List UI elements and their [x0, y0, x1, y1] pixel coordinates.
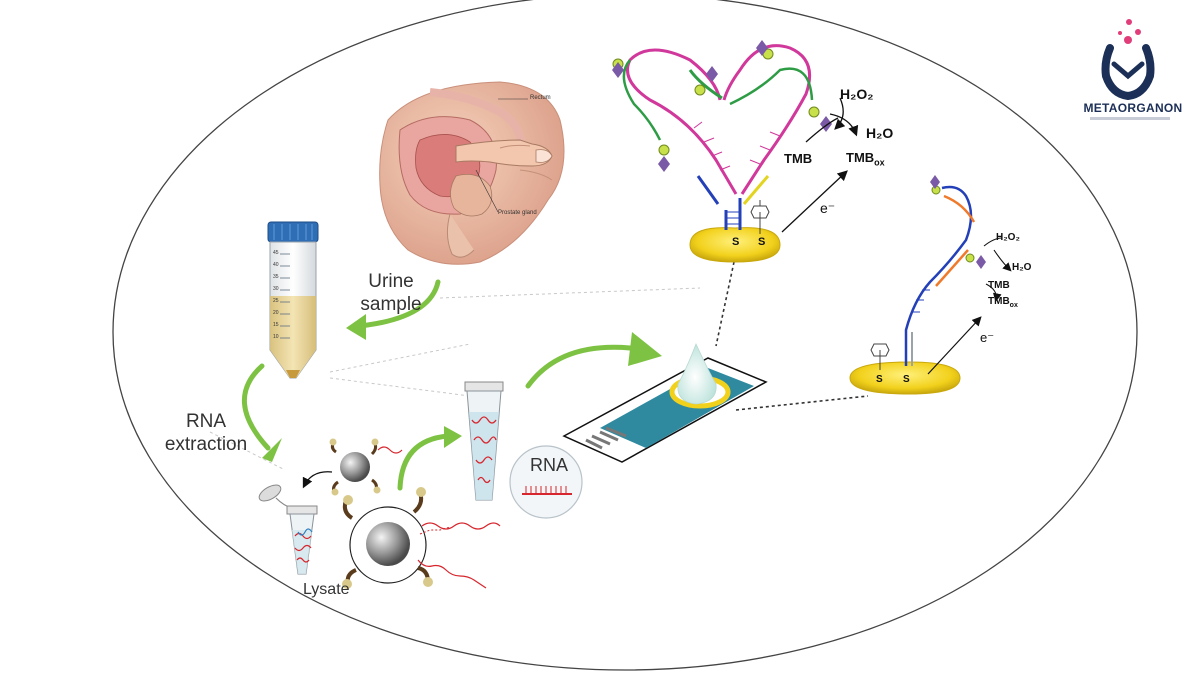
label-h2o2-small: H₂O₂: [996, 232, 1020, 243]
tmbox-base: TMB: [846, 150, 875, 165]
magnetic-bead-small: [329, 438, 403, 496]
process-arrowheads: [262, 314, 662, 462]
rna-zoom-circle: [509, 445, 583, 519]
tube-scale-mark: 45: [273, 250, 279, 256]
label-tmbox-large: TMBox: [846, 150, 885, 168]
test-strip-sensor: [562, 342, 768, 463]
arrow-bead-to-rna-tube: [397, 433, 451, 491]
tube-scale-mark: 35: [273, 274, 279, 280]
tmbox-sub-small: ox: [1009, 302, 1018, 309]
label-lysate: Lysate: [303, 581, 350, 598]
process-arrows: [241, 279, 633, 491]
tmbox-base-small: TMB: [988, 296, 1010, 307]
urine-conical-tube: [267, 221, 319, 379]
label-urine-sample: Urine sample: [360, 271, 422, 315]
linear-probe-small: [849, 175, 1012, 395]
label-prostate-gland: Prostate gland: [498, 210, 537, 216]
label-thiol-3: S: [876, 374, 883, 385]
brand-name: METAORGANON: [1083, 101, 1183, 115]
lysate-microtube: [258, 484, 318, 575]
arrow-bead-to-lysate: [302, 471, 333, 489]
label-tmb-large: TMB: [784, 151, 813, 166]
magnetic-bead-zoom: [342, 487, 501, 589]
arrow-sample-to-tube: [357, 279, 441, 329]
label-thiol-1: S: [732, 236, 740, 248]
label-electron-small: e⁻: [980, 330, 995, 345]
label-h2o2-large: H₂O₂: [840, 86, 874, 102]
label-rna-extraction: RNA extraction: [164, 411, 248, 455]
label-h2o-small: H₂O: [1012, 262, 1032, 273]
tube-scale-mark: 40: [273, 262, 279, 268]
label-electron-large: e⁻: [820, 200, 836, 216]
metaorganon-logo: [1101, 19, 1155, 101]
label-thiol-4: S: [903, 374, 910, 385]
outer-ellipse: [112, 0, 1138, 671]
tube-scale-mark: 25: [273, 298, 279, 304]
label-rectum: Rectum: [530, 95, 551, 101]
arrow-tube-to-extraction: [241, 363, 271, 451]
tube-scale-mark: 15: [273, 322, 279, 328]
tube-scale-mark: 10: [273, 334, 279, 340]
label-rna: RNA: [530, 455, 569, 475]
rna-microtube: [464, 381, 504, 501]
guide-lines: [209, 287, 701, 471]
connector-lines: [715, 261, 869, 411]
label-tmb-small: TMB: [988, 280, 1010, 291]
label-tmbox-small: TMBox: [988, 296, 1018, 309]
heart-probe-large: [612, 40, 859, 263]
label-thiol-2: S: [758, 236, 766, 248]
tmbox-sub: ox: [874, 157, 885, 168]
prostate-anatomy-illustration: [379, 81, 565, 265]
arrow-rna-to-strip: [525, 344, 633, 389]
label-h2o-large: H₂O: [866, 125, 894, 141]
brand-tagline-bar: [1090, 117, 1170, 120]
tube-scale-mark: 30: [273, 286, 279, 292]
tube-scale-mark: 20: [273, 310, 279, 316]
